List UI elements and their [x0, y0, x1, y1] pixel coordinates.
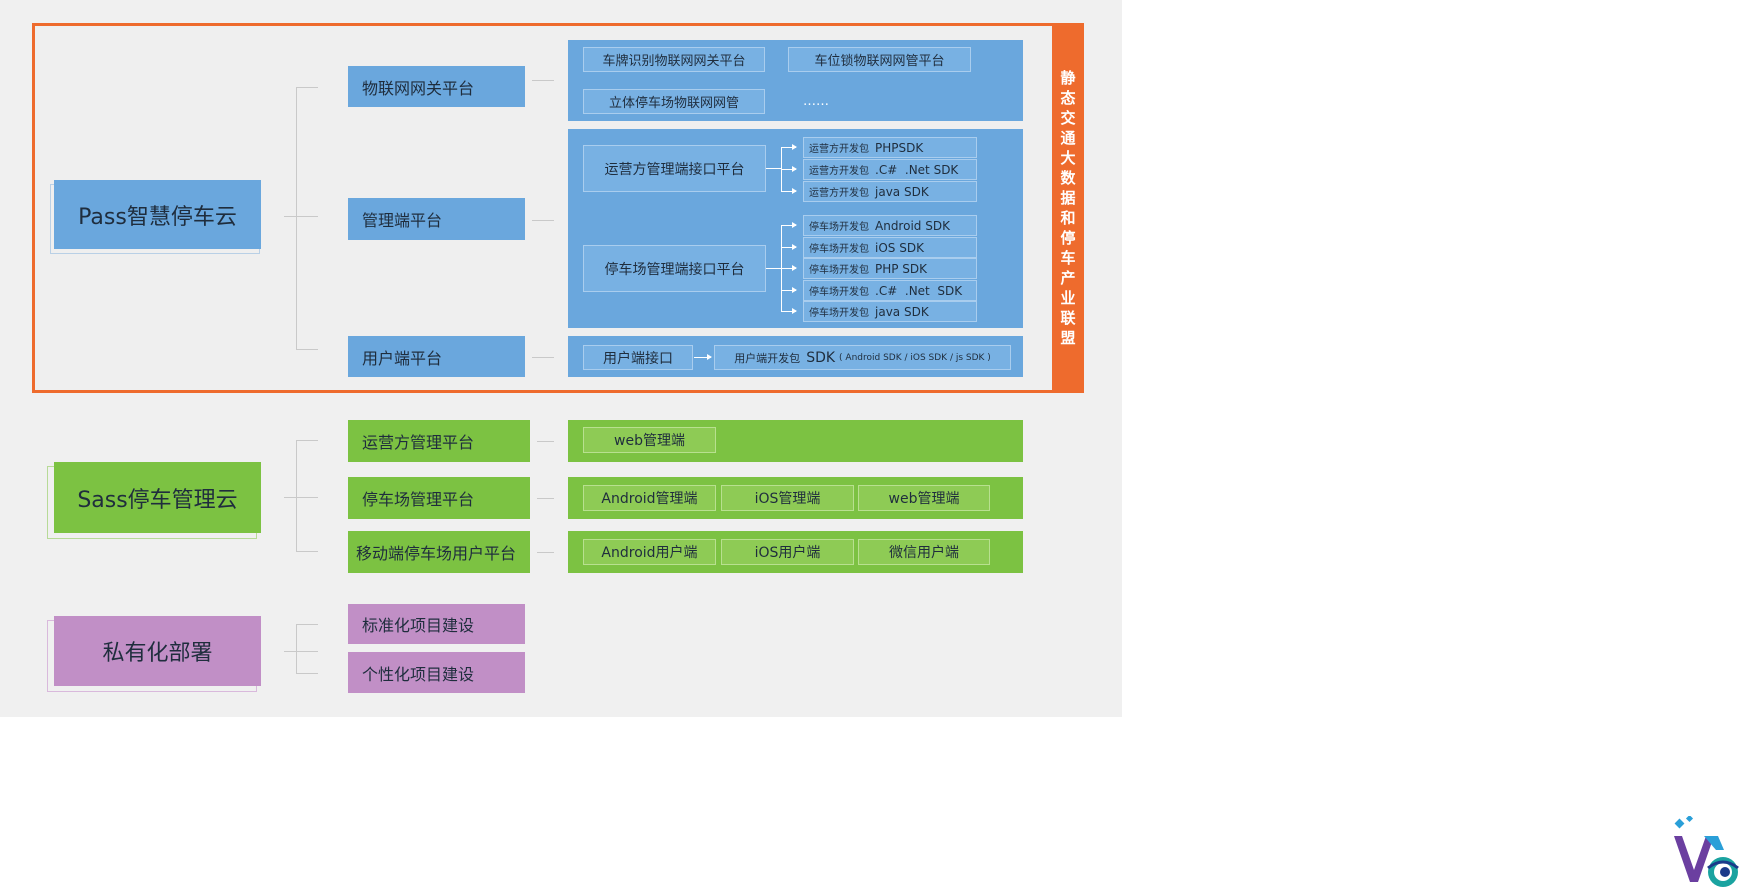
- side-label-char: 停: [1060, 229, 1076, 247]
- connector: [296, 87, 318, 88]
- side-label-char: 业: [1060, 289, 1076, 307]
- connector: [284, 497, 318, 498]
- operator-api-platform: 运营方管理端接口平台: [583, 145, 766, 192]
- arrow: [781, 222, 797, 228]
- side-label-char: 通: [1060, 129, 1076, 147]
- connector: [296, 624, 297, 674]
- pass-root-node: Pass智慧停车云: [54, 180, 261, 249]
- operator-sdk-net: 运营方开发包.C# .Net SDK: [803, 159, 977, 180]
- more-ellipsis: ……: [803, 94, 829, 109]
- connector: [284, 216, 318, 217]
- arrow: [781, 188, 797, 194]
- iot-gateway-platform: 物联网网关平台: [348, 66, 525, 107]
- connector: [766, 168, 781, 169]
- side-label-char: 大: [1060, 149, 1076, 167]
- connector: [537, 552, 554, 553]
- brand-logo: [1668, 814, 1743, 892]
- connector: [296, 673, 318, 674]
- plate-recognition-gateway: 车牌识别物联网网关平台: [583, 47, 765, 72]
- side-label-char: 车: [1060, 249, 1076, 267]
- private-root-node: 私有化部署: [54, 616, 261, 686]
- connector: [766, 268, 781, 269]
- stereo-parking-gateway: 立体停车场物联网网管: [583, 89, 765, 114]
- user-sdk: 用户端开发包 SDK ( Android SDK / iOS SDK / js …: [714, 345, 1011, 370]
- mobile-user-platform: 移动端停车场用户平台: [348, 531, 530, 573]
- ios-user-client: iOS用户端: [721, 539, 854, 565]
- side-label-char: 盟: [1060, 329, 1076, 347]
- operator-web-client: web管理端: [583, 427, 716, 453]
- parking-ios-client: iOS管理端: [721, 485, 854, 511]
- side-label-char: 和: [1060, 209, 1076, 227]
- connector: [532, 357, 554, 358]
- connector: [532, 80, 554, 81]
- parking-web-client: web管理端: [858, 485, 990, 511]
- arrow: [781, 244, 797, 250]
- connector: [284, 651, 318, 652]
- operator-management-platform: 运营方管理平台: [348, 420, 530, 462]
- connector: [296, 551, 318, 552]
- parking-sdk-net: 停车场开发包.C# .Net SDK: [803, 280, 977, 301]
- wechat-user-client: 微信用户端: [858, 539, 990, 565]
- side-label-char: 交: [1060, 109, 1076, 127]
- connector: [296, 440, 297, 552]
- user-api: 用户端接口: [583, 345, 693, 370]
- arrow: [781, 144, 797, 150]
- side-label-char: 联: [1060, 309, 1076, 327]
- custom-project-build: 个性化项目建设: [348, 652, 525, 693]
- side-label-char: 数: [1060, 169, 1076, 187]
- side-label-char: 静: [1060, 69, 1076, 87]
- side-label-char: 产: [1060, 269, 1076, 287]
- connector: [537, 498, 554, 499]
- android-user-client: Android用户端: [583, 539, 716, 565]
- parking-lock-gateway: 车位锁物联网网管平台: [788, 47, 971, 72]
- arrow: [781, 166, 797, 172]
- user-platform: 用户端平台: [348, 336, 525, 377]
- connector: [296, 87, 297, 350]
- connector: [296, 440, 318, 441]
- management-platform: 管理端平台: [348, 198, 525, 240]
- arrow: [781, 287, 797, 293]
- parking-management-platform: 停车场管理平台: [348, 477, 530, 519]
- parking-android-client: Android管理端: [583, 485, 716, 511]
- standard-project-build: 标准化项目建设: [348, 604, 525, 644]
- side-label-char: 据: [1060, 189, 1076, 207]
- connector: [537, 441, 554, 442]
- sass-root-node: Sass停车管理云: [54, 462, 261, 533]
- arrow: [694, 354, 712, 360]
- connector: [296, 349, 318, 350]
- connector: [296, 624, 318, 625]
- side-label-char: 态: [1060, 89, 1076, 107]
- arrow: [781, 265, 797, 271]
- parking-api-platform: 停车场管理端接口平台: [583, 245, 766, 292]
- connector: [532, 220, 554, 221]
- alliance-side-label: 静态交通大数据和停车产业联盟: [1052, 23, 1084, 393]
- arrow: [781, 308, 797, 314]
